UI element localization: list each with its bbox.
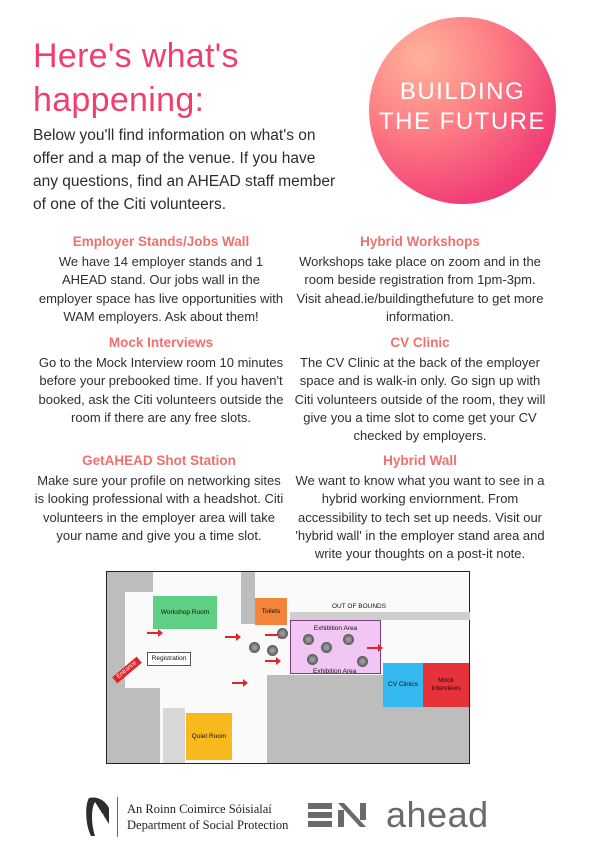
section-mock-interviews: Mock Interviews Go to the Mock Interview… — [28, 334, 294, 427]
exhibition-area-label-bottom: Exhibition Area — [313, 668, 357, 675]
section-title: Hybrid Wall — [383, 453, 457, 468]
badge-line-2: THE FUTURE — [379, 108, 546, 135]
out-of-bounds-label: OUT OF BOUNDS — [332, 603, 387, 610]
section-getahead-shot-station: GetAHEAD Shot Station Make sure your pro… — [34, 452, 284, 545]
ahead-logo-text: ahead — [386, 794, 489, 835]
map-table — [267, 645, 278, 656]
mock-interviews-label: Mock Interviews — [431, 677, 461, 692]
page-title: Here's what's happening: — [33, 34, 323, 122]
map-registration-desk: Registration — [147, 652, 191, 666]
section-cv-clinic: CV Clinic The CV Clinic at the back of t… — [291, 334, 549, 445]
section-body: We have 14 employer stands and 1 AHEAD s… — [38, 254, 284, 324]
section-body: Make sure your profile on networking sit… — [34, 473, 284, 543]
map-wall-top-middle — [241, 572, 255, 624]
section-hybrid-workshops: Hybrid Workshops Workshops take place on… — [291, 233, 549, 326]
map-arrow — [147, 629, 163, 637]
map-table — [249, 642, 260, 653]
section-body: The CV Clinic at the back of the employe… — [294, 355, 546, 444]
map-lower-left-block — [125, 688, 160, 763]
map-quiet-room: Quiet Room — [186, 713, 232, 760]
cv-clinics-label: CV Clinics — [388, 681, 418, 688]
map-arrow — [265, 657, 281, 665]
map-arrow — [232, 679, 248, 687]
dept-name-english: Department of Social Protection — [127, 818, 289, 832]
map-table — [307, 654, 318, 665]
map-table — [277, 628, 288, 639]
map-table — [321, 642, 332, 653]
map-arrow — [367, 644, 383, 652]
dept-name-irish: An Roinn Coimirce Sóisialaí — [127, 802, 272, 816]
map-table — [303, 634, 314, 645]
section-hybrid-wall: Hybrid Wall We want to know what you wan… — [291, 452, 549, 563]
map-wall-top-left — [125, 572, 153, 592]
section-employer-stands: Employer Stands/Jobs Wall We have 14 emp… — [36, 233, 286, 326]
map-arrow — [225, 633, 241, 641]
section-body: Workshops take place on zoom and in the … — [296, 254, 544, 324]
footer-divider — [117, 797, 118, 837]
map-table — [357, 656, 368, 667]
quiet-room-label: Quiet Room — [191, 732, 227, 740]
section-title: Mock Interviews — [108, 335, 214, 350]
intro-text: Below you'll find information on what's … — [33, 127, 336, 213]
ahead-logo-icon — [308, 803, 366, 827]
section-body: Go to the Mock Interview room 10 minutes… — [38, 355, 284, 425]
venue-map: Workshop Room Toilets OUT OF BOUNDS Exhi… — [106, 571, 470, 764]
exhibition-area-label-top: Exhibition Area — [313, 625, 358, 632]
registration-label: Registration — [151, 655, 187, 662]
section-body: We want to know what you want to see in … — [295, 473, 545, 562]
workshop-room-label: Workshop Room — [160, 608, 210, 616]
map-workshop-room: Workshop Room — [153, 596, 217, 629]
map-toilets: Toilets — [255, 598, 287, 625]
harp-icon — [86, 797, 109, 836]
map-exhibition-area: Exhibition Area — [290, 620, 381, 674]
toilets-label: Toilets — [261, 607, 281, 615]
building-the-future-badge: BUILDING THE FUTURE — [369, 17, 556, 204]
section-title: Employer Stands/Jobs Wall — [72, 234, 250, 249]
map-table — [343, 634, 354, 645]
map-mock-interviews: Mock Interviews — [423, 663, 469, 707]
map-cv-clinics: CV Clinics — [383, 663, 423, 707]
section-title: GetAHEAD Shot Station — [82, 453, 236, 468]
title-line-1: Here's what's — [33, 37, 239, 75]
map-wall-left — [107, 572, 125, 763]
section-title: CV Clinic — [390, 335, 450, 350]
section-title: Hybrid Workshops — [360, 234, 480, 249]
map-wall-band — [290, 612, 470, 620]
title-line-2: happening: — [33, 81, 205, 119]
map-corridor — [163, 708, 185, 763]
badge-line-1: BUILDING — [399, 78, 526, 105]
